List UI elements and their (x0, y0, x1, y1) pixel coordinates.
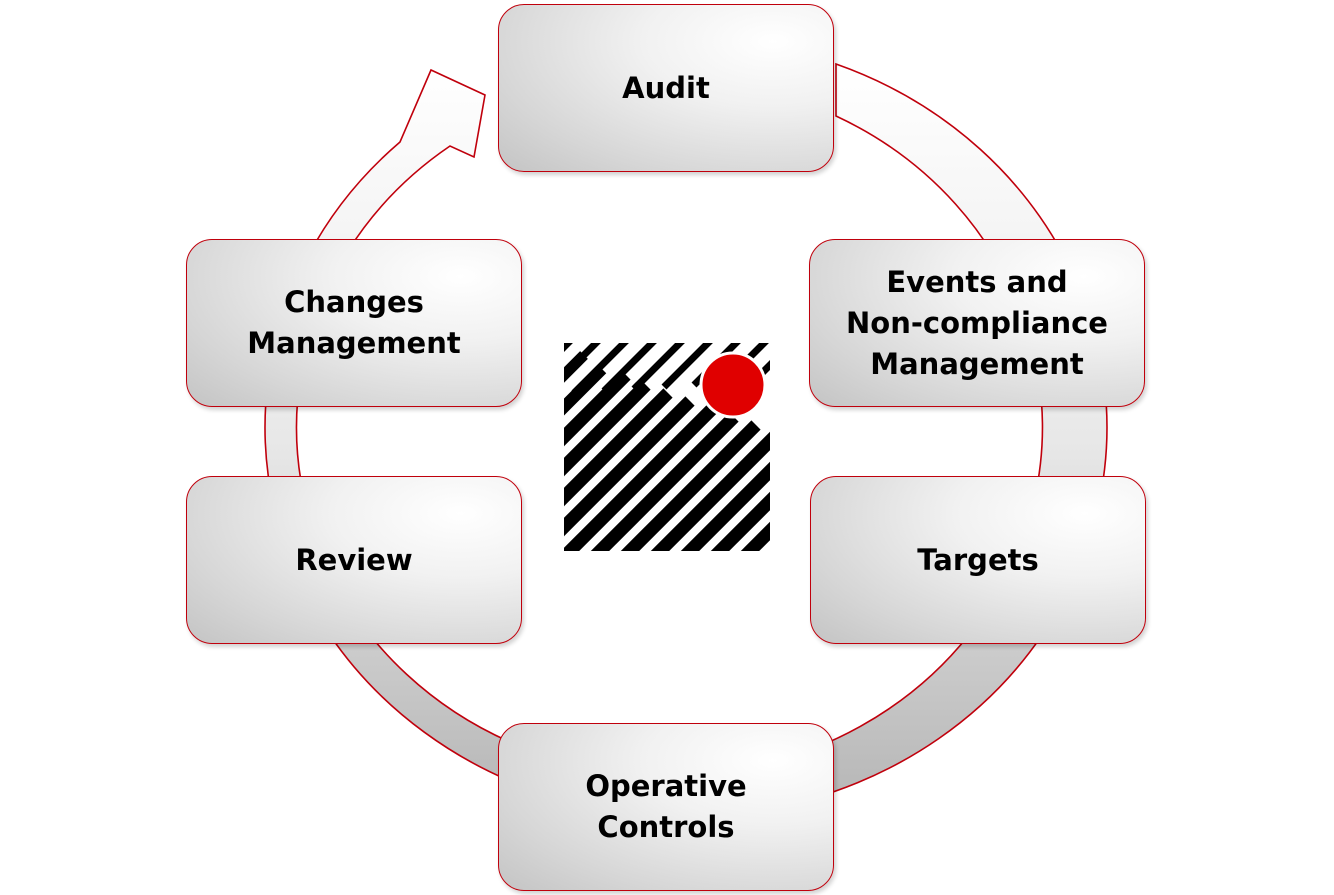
step-events-label: Events and Non-compliance Management (846, 264, 1108, 381)
step-review: Review (186, 476, 522, 644)
step-targets-label: Targets (917, 542, 1039, 577)
step-review-label: Review (295, 542, 413, 577)
step-operative-controls: Operative Controls (498, 723, 834, 891)
step-changes-label: Changes Management (247, 285, 461, 360)
step-events-non-compliance: Events and Non-compliance Management (809, 239, 1145, 407)
red-dot-icon (699, 351, 767, 419)
step-operative-label: Operative Controls (585, 769, 747, 844)
step-audit: Audit (498, 4, 834, 172)
step-targets: Targets (810, 476, 1146, 644)
step-changes-management: Changes Management (186, 239, 522, 407)
striped-logo-icon (564, 343, 770, 551)
step-audit-label: Audit (622, 70, 710, 105)
